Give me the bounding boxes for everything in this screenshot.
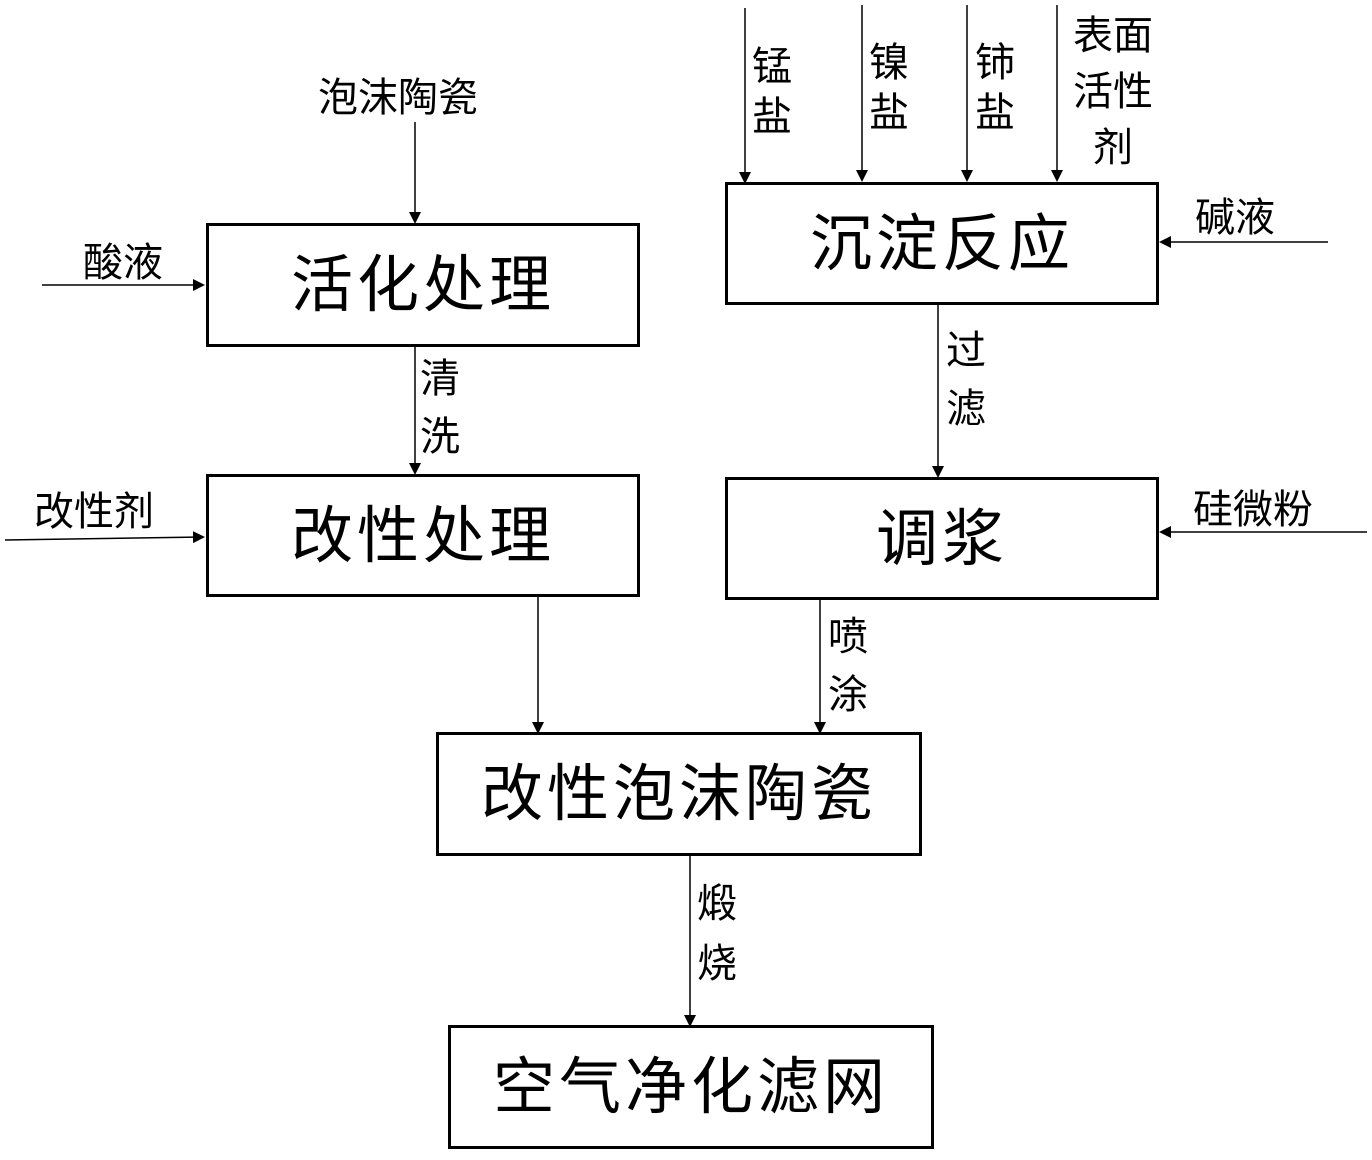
box-modified-foam-ceramic-label: 改性泡沫陶瓷 — [480, 757, 877, 830]
input-manganese-salt: 锰盐 — [752, 44, 792, 140]
edge-label-filter: 过滤 — [946, 328, 986, 432]
edge-label-spray: 喷涂 — [828, 614, 868, 718]
edge-label-wash: 清洗 — [420, 356, 460, 460]
edge-label-calcine: 煅烧 — [697, 881, 737, 987]
box-activation: 活化处理 — [206, 223, 640, 347]
box-slurry: 调浆 — [725, 477, 1159, 600]
input-silica-powder: 硅微粉 — [1193, 487, 1313, 533]
box-precipitation: 沉淀反应 — [725, 182, 1159, 305]
box-modification-label: 改性处理 — [290, 498, 555, 572]
arrow-modifier-to-modification — [4, 531, 205, 544]
input-modifier: 改性剂 — [34, 489, 154, 535]
input-surfactant: 表面活性剂 — [1073, 13, 1153, 171]
box-air-filter-label: 空气净化滤网 — [492, 1050, 889, 1123]
box-slurry-label: 调浆 — [875, 501, 1008, 575]
input-foam-ceramic: 泡沫陶瓷 — [318, 75, 478, 121]
box-modified-foam-ceramic: 改性泡沫陶瓷 — [436, 732, 922, 856]
box-precipitation-label: 沉淀反应 — [809, 206, 1074, 280]
box-air-filter: 空气净化滤网 — [448, 1025, 934, 1149]
box-modification: 改性处理 — [206, 474, 640, 597]
input-alkali: 碱液 — [1195, 195, 1275, 241]
input-nickel-salt: 镍盐 — [869, 40, 909, 136]
input-cerium-salt: 铈盐 — [975, 40, 1015, 136]
box-activation-label: 活化处理 — [290, 248, 555, 321]
input-acid: 酸液 — [83, 240, 163, 286]
